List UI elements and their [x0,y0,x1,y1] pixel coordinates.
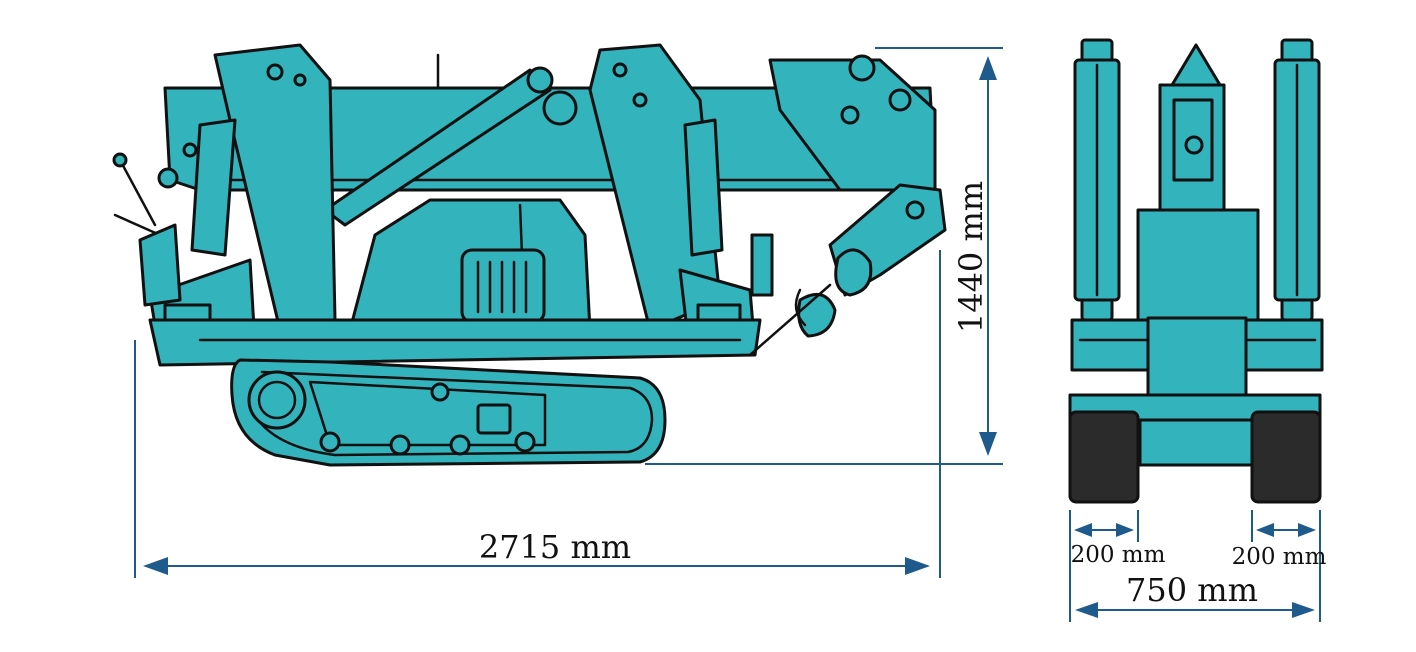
dimension-lines [134,47,1321,622]
crane-front-view [1068,38,1324,504]
total-width-label: 750 mm [1126,571,1258,609]
right-track-width-label: 200 mm [1232,544,1327,570]
length-label: 2715 mm [479,528,631,566]
height-label: 1440 mm [952,181,990,333]
crane-side-view [112,43,947,467]
left-track-width-label: 200 mm [1071,542,1166,568]
